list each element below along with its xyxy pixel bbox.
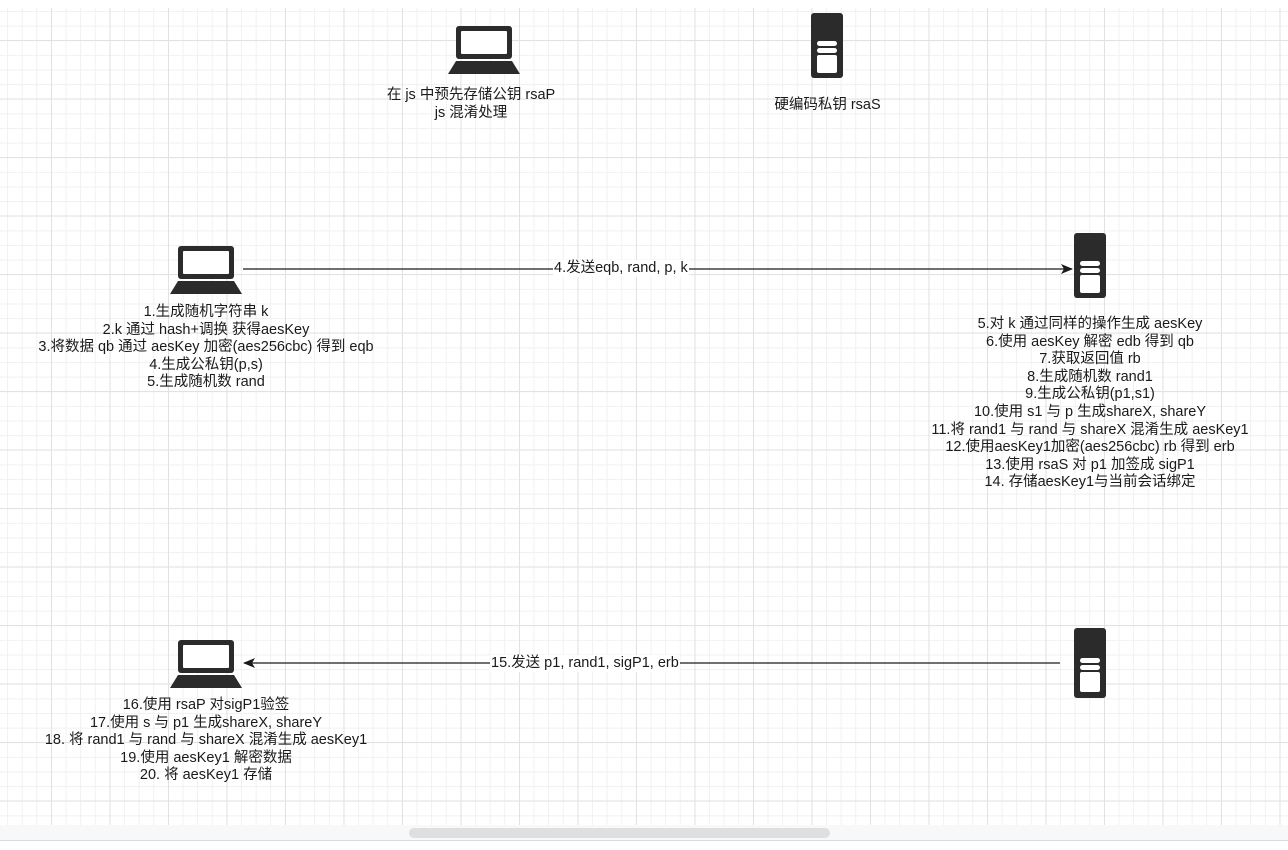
client-2-label: 16.使用 rsaP 对sigP1验签 17.使用 s 与 p1 生成share… bbox=[0, 697, 412, 785]
server-icon bbox=[811, 13, 843, 78]
label-line: 12.使用aesKey1加密(aes256cbc) rb 得到 erb bbox=[945, 439, 1235, 456]
label-line: 8.生成随机数 rand1 bbox=[1027, 368, 1153, 385]
label-line: 9.生成公私钥(p1,s1) bbox=[1025, 386, 1155, 403]
server-icon bbox=[1074, 628, 1106, 698]
label-line: 在 js 中预先存储公钥 rsaP bbox=[386, 87, 556, 103]
label-line: 10.使用 s1 与 p 生成shareX, shareY bbox=[973, 403, 1207, 420]
client-2-node[interactable] bbox=[169, 638, 243, 688]
server-1-label: 5.对 k 通过同样的操作生成 aesKey 6.使用 aesKey 解密 ed… bbox=[890, 316, 1288, 492]
server-icon bbox=[1074, 233, 1106, 298]
label-line: 3.将数据 qb 通过 aesKey 加密(aes256cbc) 得到 eqb bbox=[38, 339, 374, 356]
label-line: 20. 将 aesKey1 存储 bbox=[139, 767, 273, 784]
laptop-icon bbox=[448, 26, 520, 74]
label-line: 5.对 k 通过同样的操作生成 aesKey bbox=[977, 316, 1203, 332]
bottom-strip bbox=[0, 841, 1288, 850]
response-edge-label: 15.发送 p1, rand1, sigP1, erb bbox=[490, 655, 680, 672]
server-1-node[interactable] bbox=[1074, 233, 1106, 298]
top-server-node[interactable] bbox=[811, 13, 843, 78]
label-line: 6.使用 aesKey 解密 edb 得到 qb bbox=[986, 333, 1194, 350]
top-client-node[interactable] bbox=[447, 24, 521, 74]
label-line: 4.生成公私钥(p,s) bbox=[149, 356, 263, 373]
label-line: 13.使用 rsaS 对 p1 加签成 sigP1 bbox=[985, 456, 1195, 473]
laptop-icon bbox=[170, 246, 242, 294]
laptop-icon bbox=[170, 640, 242, 688]
label-line: 19.使用 aesKey1 解密数据 bbox=[120, 749, 292, 766]
request-edge-label: 4.发送eqb, rand, p, k bbox=[553, 260, 689, 277]
top-server-label: 硬编码私钥 rsaS bbox=[740, 97, 915, 115]
label-line: 14. 存储aesKey1与当前会话绑定 bbox=[984, 474, 1196, 491]
label-line: 硬编码私钥 rsaS bbox=[774, 97, 881, 113]
client-1-node[interactable] bbox=[169, 244, 243, 294]
label-line: 18. 将 rand1 与 rand 与 shareX 混淆生成 aesKey1 bbox=[44, 732, 368, 749]
label-line: 11.将 rand1 与 rand 与 shareX 混淆生成 aesKey1 bbox=[931, 421, 1249, 438]
label-line: 17.使用 s 与 p1 生成shareX, shareY bbox=[89, 714, 323, 731]
label-line: 2.k 通过 hash+调换 获得aesKey bbox=[102, 321, 310, 338]
label-line: js 混淆处理 bbox=[434, 104, 508, 121]
label-line: 1.生成随机字符串 k bbox=[143, 304, 269, 320]
scrollbar-thumb[interactable] bbox=[409, 828, 830, 838]
label-line: 7.获取返回值 rb bbox=[1039, 351, 1141, 368]
label-line: 16.使用 rsaP 对sigP1验签 bbox=[122, 697, 290, 713]
label-line: 5.生成随机数 rand bbox=[147, 374, 265, 391]
top-client-label: 在 js 中预先存储公钥 rsaP js 混淆处理 bbox=[340, 87, 602, 122]
horizontal-scrollbar[interactable] bbox=[0, 825, 1288, 841]
diagram-canvas[interactable] bbox=[0, 8, 1288, 828]
client-1-label: 1.生成随机字符串 k 2.k 通过 hash+调换 获得aesKey 3.将数… bbox=[0, 304, 412, 392]
server-2-node[interactable] bbox=[1074, 628, 1106, 698]
